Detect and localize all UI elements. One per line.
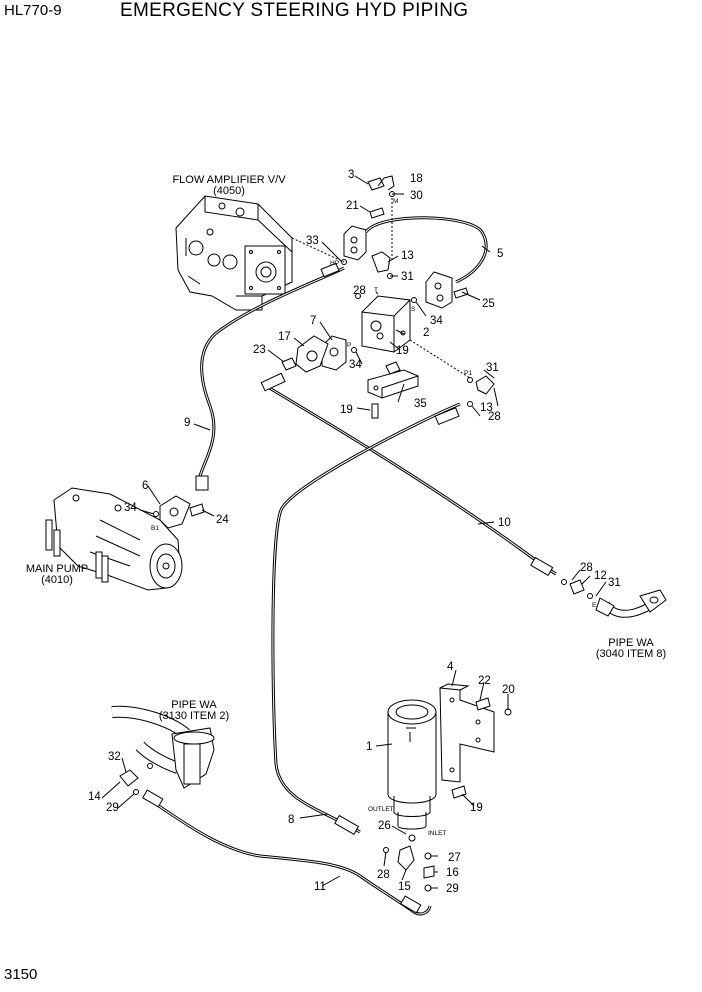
callout-number: 2 [423,327,429,339]
callout-number: 31 [401,271,414,283]
port-hp: HP [330,260,339,267]
callout-number: 33 [306,235,319,247]
callout-number: 34 [349,359,362,371]
pipe-wa-right [595,589,667,618]
callout-number: 7 [310,315,316,327]
callout-number: 24 [216,514,229,526]
port-m: M [393,198,398,205]
callout-number: 16 [446,867,459,879]
callout-number: 17 [278,331,291,343]
hose-5 [364,216,488,284]
callout-number: 18 [410,173,423,185]
callout-number: 29 [446,883,459,895]
callout-number: 29 [106,802,119,814]
callout-number: 21 [346,200,359,212]
callout-number: 25 [482,298,495,310]
port-p: P [347,342,351,349]
callout-number: 4 [447,661,454,673]
callout-number: 10 [498,517,511,529]
flow-amplifier-label: FLOW AMPLIFIER V/V [172,174,286,186]
main-pump-label: MAIN PUMP [26,563,88,575]
pipe-wa-right-label: PIPE WA [608,637,654,649]
split-flange-upper [343,225,367,261]
callout-number: 9 [184,417,190,429]
callout-number: 19 [340,404,353,416]
callout-number: 31 [608,577,621,589]
port-b1: B1 [151,525,159,532]
main-pump [45,487,183,591]
callout-number: 5 [497,248,503,260]
callout-number: 28 [488,411,501,423]
callout-number: 30 [410,190,423,202]
flow-amplifier-code: (4050) [213,185,245,197]
main-pump-code: (4010) [41,574,73,586]
callout-number: 28 [353,285,366,297]
callout-number: 8 [288,814,294,826]
callout-number: 13 [401,250,414,262]
port-p1: P1 [464,370,472,377]
port-t: T [374,287,378,294]
callout-number: 6 [142,480,148,492]
callout-number: 22 [478,675,491,687]
emergency-steering-pump [387,699,437,830]
port-s: S [411,306,416,313]
valve-block [361,295,411,353]
port-inlet: INLET [428,830,446,837]
port-e: E [592,602,597,609]
callout-number: 19 [470,802,483,814]
page-number: 3150 [4,966,38,983]
pipe-wa-left-code: (3130 ITEM 2) [159,710,229,722]
callout-number: 34 [430,315,443,327]
hose-10 [265,384,557,576]
flow-amplifier-valve [175,195,293,311]
callout-number: 31 [486,362,499,374]
callout-number: 3 [348,169,354,181]
callout-number: 19 [396,345,409,357]
callout-number: 1 [366,741,372,753]
callout-number: 12 [594,570,607,582]
page-title: EMERGENCY STEERING HYD PIPING [120,0,469,21]
callout-number: 28 [580,562,593,574]
port-outlet: OUTLET [368,806,394,813]
callout-number: 27 [448,852,461,864]
callout-number: 23 [253,344,266,356]
callout-number: 14 [88,791,101,803]
callout-number: 34 [124,502,137,514]
callout-number: 32 [108,751,121,763]
pipe-wa-left-label: PIPE WA [171,699,217,711]
callout-number: 15 [398,881,411,893]
callout-number: 28 [377,869,390,881]
callout-number: 13 [480,402,493,414]
pipe-wa-right-code: (3040 ITEM 8) [596,648,666,660]
callout-number: 20 [502,684,515,696]
callout-number: 11 [314,881,326,893]
split-flange-right [425,271,453,309]
callout-number: 35 [414,398,427,410]
pipe-wa-left [111,705,215,789]
callout-number: 26 [378,820,391,832]
model-number: HL770-9 [4,2,62,19]
